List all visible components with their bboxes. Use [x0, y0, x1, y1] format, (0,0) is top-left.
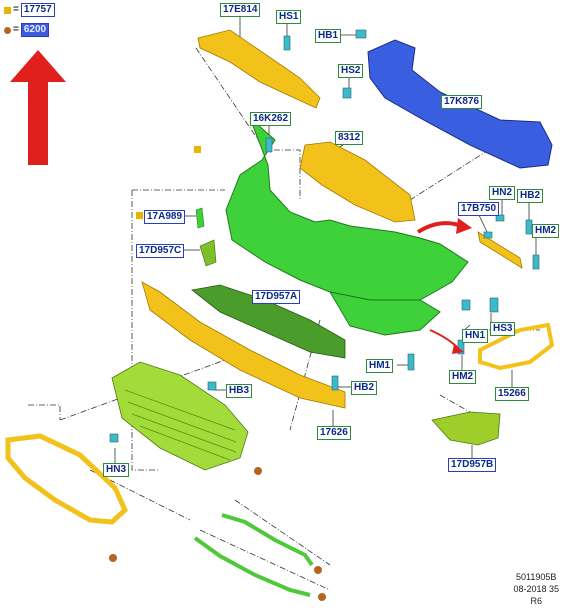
legend-square: = 17757	[4, 3, 55, 17]
drawing-number: 5011905B	[516, 572, 557, 582]
bumper-cover	[225, 117, 469, 301]
label-17626: 17626	[317, 426, 351, 440]
legend-square-value: 17757	[20, 3, 55, 17]
label-HM2-bottom: HM2	[449, 370, 477, 384]
legend-circle-equals: =	[13, 24, 19, 35]
label-17D957B: 17D957B	[448, 458, 497, 472]
grille	[111, 361, 249, 471]
marker-circle-3	[314, 566, 322, 574]
marker-square-2	[136, 212, 143, 219]
bracket-17B750	[477, 231, 523, 269]
marker-circle-1	[254, 467, 262, 475]
label-17A989: 17A989	[144, 210, 186, 224]
drawing-reference: 5011905B 08-2018 35 R6	[513, 571, 559, 607]
legend-circle-swatch	[4, 26, 11, 34]
drawing-revision: R6	[530, 596, 542, 606]
part-17A989	[195, 207, 205, 229]
part-17D957C	[199, 239, 217, 267]
label-HN2: HN2	[489, 186, 516, 200]
drawing-date: 08-2018 35	[513, 584, 559, 594]
strip-lower	[193, 536, 311, 597]
bracket-17E814	[197, 29, 321, 109]
legend-square-swatch	[4, 6, 11, 14]
red-arrow-right	[416, 221, 463, 234]
marker-circle-4	[318, 593, 326, 601]
strip-upper	[221, 513, 314, 567]
red-arrow-right-head	[456, 218, 472, 234]
grille-surround	[5, 433, 129, 525]
absorber-8312	[299, 141, 416, 223]
label-HS1: HS1	[276, 10, 302, 24]
label-17D957C: 17D957C	[136, 244, 185, 258]
label-17B750: 17B750	[458, 202, 500, 216]
label-17K876: 17K876	[441, 95, 483, 109]
legend-circle-value: 6200	[20, 23, 50, 37]
legend-square-equals: =	[13, 4, 19, 15]
label-HM2-top: HM2	[532, 224, 560, 238]
deflector-17D957A	[191, 284, 346, 359]
grille-slats	[124, 389, 237, 461]
label-HB2-bottom: HB2	[351, 381, 378, 395]
label-HN3: HN3	[103, 463, 130, 477]
legend-circle: = 6200	[4, 23, 50, 37]
fasteners	[109, 29, 540, 443]
large-red-up-arrow	[10, 50, 66, 165]
reflector-17D957B	[431, 411, 501, 446]
label-17E814: 17E814	[220, 3, 261, 17]
marker-square-1	[194, 146, 201, 153]
label-HB2-top: HB2	[517, 189, 544, 203]
marker-circle-2	[109, 554, 117, 562]
label-15266: 15266	[495, 387, 529, 401]
label-HB1: HB1	[315, 29, 342, 43]
bezel-15266	[478, 322, 555, 371]
red-arrow-lower-head	[452, 344, 464, 354]
label-8312: 8312	[335, 131, 364, 145]
label-HN1: HN1	[462, 329, 489, 343]
bumper-lower	[329, 291, 441, 336]
label-HM1: HM1	[366, 359, 394, 373]
label-16K262: 16K262	[250, 112, 292, 126]
label-HB3: HB3	[226, 384, 253, 398]
lower-absorber-17626	[141, 281, 346, 409]
label-17D957A: 17D957A	[252, 290, 301, 304]
label-HS2: HS2	[338, 64, 364, 78]
label-HS3: HS3	[490, 322, 516, 336]
